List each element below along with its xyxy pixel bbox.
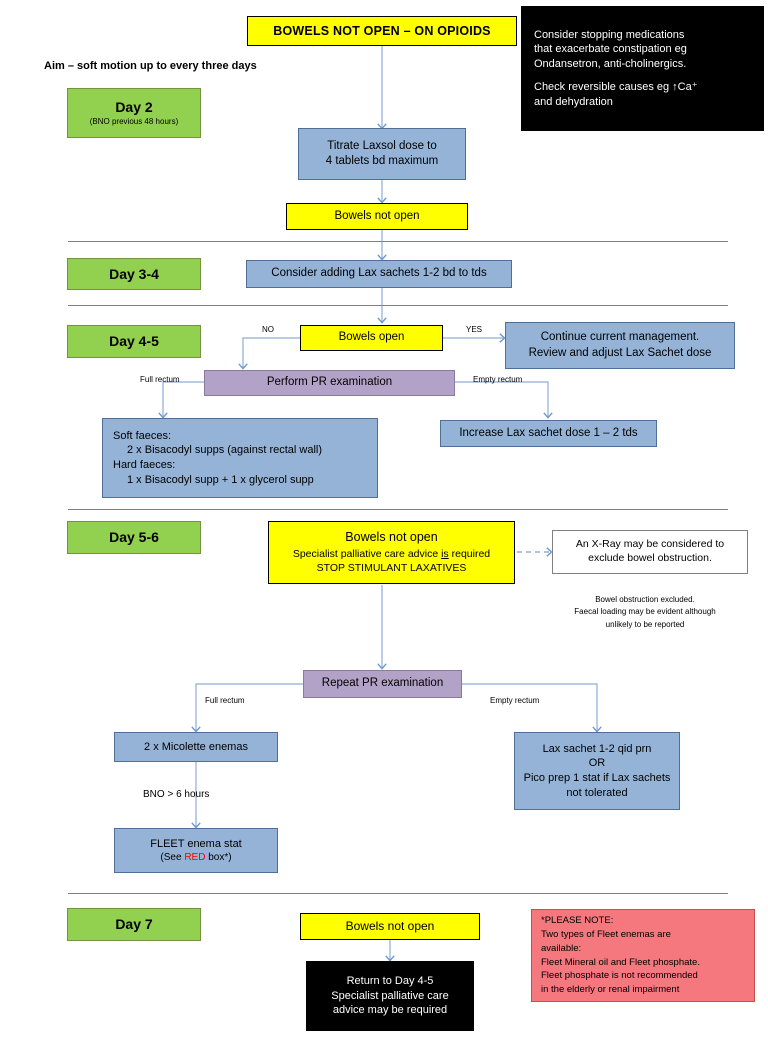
black-note-line-5: and dehydration xyxy=(534,95,613,108)
please-note-line-6: in the elderly or renal impairment xyxy=(541,984,680,996)
please-note-line-2: Two types of Fleet enemas are xyxy=(541,928,671,940)
continue-line-2: Review and adjust Lax Sachet dose xyxy=(528,346,712,359)
day56-bowels-line-2-pre: Specialist palliative care advice xyxy=(292,547,442,560)
faeces-line-3: Hard faeces: xyxy=(113,459,176,471)
continue-line-1: Continue current management. xyxy=(540,331,700,344)
faeces-line-1: Soft faeces: xyxy=(113,429,172,442)
day56-bowels-line-2-emphasis: is xyxy=(441,547,449,560)
day-7-label-box[interactable]: Day 7 xyxy=(67,908,201,941)
titrate-line-2: 4 tablets bd maximum xyxy=(325,155,439,167)
day56-bowels-line-3: STOP STIMULANT LAXATIVES xyxy=(316,561,467,574)
bno-6-hours-label: BNO > 6 hours xyxy=(143,789,210,800)
xray-note-line-1: Bowel obstruction excluded. xyxy=(595,595,695,604)
branch-label-empty-rectum-day56: Empty rectum xyxy=(490,696,540,705)
day-5-6-title: Day 5-6 xyxy=(109,529,159,546)
xray-note-line-2: Faecal loading may be evident although xyxy=(574,607,716,617)
bowels-not-open-day56-box[interactable]: Bowels not open Specialist palliative ca… xyxy=(268,521,515,584)
return-line-1: Return to Day 4-5 xyxy=(346,975,434,988)
branch-label-empty-rectum-day45: Empty rectum xyxy=(473,375,523,384)
repeat-pr-label: Repeat PR examination xyxy=(321,677,444,690)
aim-note-text: Aim – soft motion up to every three days xyxy=(44,60,257,72)
day-3-4-label-box[interactable]: Day 3-4 xyxy=(67,258,201,290)
bowels-not-open-day2-label: Bowels not open xyxy=(334,209,420,222)
please-note-line-1: *PLEASE NOTE: xyxy=(541,915,614,927)
fleet-line-2-red-word: RED xyxy=(184,852,206,864)
faeces-line-4: 1 x Bisacodyl supp + 1 x glycerol supp xyxy=(127,473,314,486)
return-to-day-4-5-box[interactable]: Return to Day 4-5 Specialist palliative … xyxy=(306,961,474,1031)
bowels-open-label: Bowels open xyxy=(338,331,405,344)
micolette-enemas-box[interactable]: 2 x Micolette enemas xyxy=(114,732,278,762)
perform-pr-label: Perform PR examination xyxy=(266,376,393,389)
xray-line-2: exclude bowel obstruction. xyxy=(588,552,712,564)
day-3-4-title: Day 3-4 xyxy=(109,265,159,282)
day-2-title: Day 2 xyxy=(115,99,153,116)
xray-line-1: An X-Ray may be considered to xyxy=(575,538,725,551)
fleet-enema-box[interactable]: FLEET enema stat (See RED box*) xyxy=(114,828,278,873)
repeat-pr-examination-box[interactable]: Repeat PR examination xyxy=(303,670,462,698)
lax-sachet-line-4: not tolerated xyxy=(566,786,628,799)
divider-day7 xyxy=(68,893,728,894)
day-5-6-label-box[interactable]: Day 5-6 xyxy=(67,521,201,554)
day-4-5-label-box[interactable]: Day 4-5 xyxy=(67,325,201,358)
branch-label-full-rectum-day56: Full rectum xyxy=(205,696,245,705)
titrate-laxsol-box[interactable]: Titrate Laxsol dose to 4 tablets bd maxi… xyxy=(298,128,466,180)
day-2-subtitle: (BNO previous 48 hours) xyxy=(89,116,179,126)
return-line-2: Specialist palliative care xyxy=(331,989,449,1002)
consider-lax-sachets-label: Consider adding Lax sachets 1-2 bd to td… xyxy=(271,267,487,280)
please-note-line-4: Fleet Mineral oil and Fleet phosphate. xyxy=(541,956,700,968)
black-note-line-1: Consider stopping medications xyxy=(534,28,685,41)
day-2-label-box[interactable]: Day 2 (BNO previous 48 hours) xyxy=(67,88,201,138)
lax-sachet-line-1: Lax sachet 1-2 qid prn xyxy=(542,742,652,755)
bowels-not-open-day2-box[interactable]: Bowels not open xyxy=(286,203,468,230)
consider-lax-sachets-box[interactable]: Consider adding Lax sachets 1-2 bd to td… xyxy=(246,260,512,288)
black-note-box: Consider stopping medications that exace… xyxy=(521,6,764,131)
return-line-3: advice may be required xyxy=(332,1004,448,1017)
faeces-treatment-box[interactable]: Soft faeces: 2 x Bisacodyl supps (agains… xyxy=(102,418,378,498)
bowels-not-open-day7-label: Bowels not open xyxy=(345,918,435,933)
day-4-5-title: Day 4-5 xyxy=(109,333,159,350)
bowels-not-open-day7-box[interactable]: Bowels not open xyxy=(300,913,480,940)
increase-lax-sachet-box[interactable]: Increase Lax sachet dose 1 – 2 tds xyxy=(440,420,657,447)
divider-day34 xyxy=(68,241,728,242)
continue-current-management-box[interactable]: Continue current management. Review and … xyxy=(505,322,735,369)
please-note-fleet-box[interactable]: *PLEASE NOTE: Two types of Fleet enemas … xyxy=(531,909,755,1002)
fleet-line-2-pre: (See xyxy=(160,852,185,864)
start-box-label: BOWELS NOT OPEN – ON OPIOIDS xyxy=(273,23,491,38)
xray-note: Bowel obstruction excluded. Faecal loadi… xyxy=(525,594,765,631)
faeces-line-2: 2 x Bisacodyl supps (against rectal wall… xyxy=(127,444,323,457)
divider-day45 xyxy=(68,305,728,306)
branch-label-full-rectum-day45: Full rectum xyxy=(140,375,180,384)
fleet-line-2: (See RED box*) xyxy=(160,851,231,864)
titrate-line-1: Titrate Laxsol dose to xyxy=(327,139,437,152)
lax-sachet-line-2: OR xyxy=(588,757,606,770)
start-box-bowels-not-open-on-opioids[interactable]: BOWELS NOT OPEN – ON OPIOIDS xyxy=(247,16,517,46)
lax-sachet-line-3: Pico prep 1 stat if Lax sachets xyxy=(523,772,671,784)
lax-sachet-pico-box[interactable]: Lax sachet 1-2 qid prn OR Pico prep 1 st… xyxy=(514,732,680,810)
xray-note-line-3: unlikely to be reported xyxy=(605,619,685,629)
increase-lax-label: Increase Lax sachet dose 1 – 2 tds xyxy=(459,426,638,439)
day56-bowels-line-1: Bowels not open xyxy=(345,530,438,545)
branch-label-yes: YES xyxy=(466,325,483,334)
aim-note: Aim – soft motion up to every three days xyxy=(44,60,344,72)
fleet-line-1: FLEET enema stat xyxy=(150,837,242,850)
black-note-line-4: Check reversible causes eg ↑Ca⁺ xyxy=(534,81,698,94)
divider-day56 xyxy=(68,509,728,510)
day56-bowels-line-2: Specialist palliative care advice is req… xyxy=(293,548,490,562)
please-note-line-3: available: xyxy=(541,942,582,954)
micolette-label: 2 x Micolette enemas xyxy=(144,740,248,753)
xray-consider-box[interactable]: An X-Ray may be considered to exclude bo… xyxy=(552,530,748,574)
please-note-line-5: Fleet phosphate is not recommended xyxy=(541,970,698,982)
perform-pr-examination-box[interactable]: Perform PR examination xyxy=(204,370,455,396)
black-note-line-3: Ondansetron, anti-cholinergics. xyxy=(534,57,687,70)
branch-label-no: NO xyxy=(262,325,274,334)
black-note-line-2: that exacerbate constipation eg xyxy=(534,43,687,56)
fleet-line-2-post: box*) xyxy=(205,852,232,864)
day-7-title: Day 7 xyxy=(115,916,153,933)
bowels-open-box[interactable]: Bowels open xyxy=(300,325,443,351)
day56-bowels-line-2-post: required xyxy=(448,547,491,560)
